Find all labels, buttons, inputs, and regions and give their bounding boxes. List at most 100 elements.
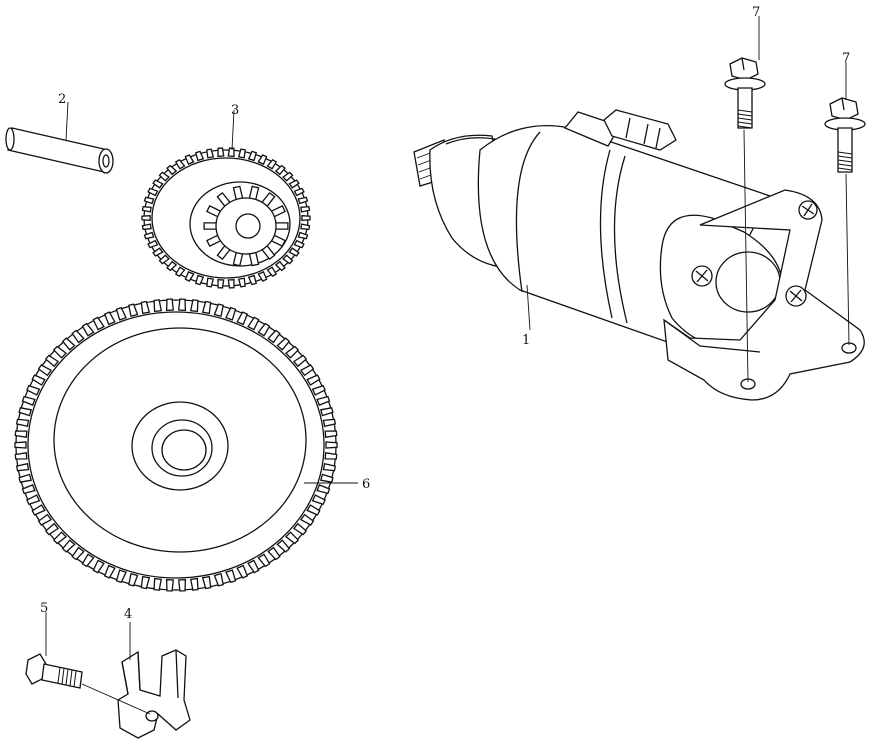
callout-7-left: 7 (752, 5, 760, 20)
gear-tooth (275, 222, 289, 230)
gear-tooth (300, 206, 311, 213)
gear-tooth (141, 206, 152, 213)
gear-tooth (319, 407, 334, 417)
gear-tooth (128, 572, 139, 587)
callout-3: 3 (231, 103, 239, 118)
gear-tooth (293, 239, 305, 249)
gear-tooth (316, 395, 331, 406)
gear-tooth (21, 395, 36, 406)
part-idle-gear (141, 147, 311, 289)
gear-tooth (31, 374, 46, 386)
gear-tooth (217, 147, 225, 157)
gear-tooth (44, 522, 60, 536)
gear-tooth (319, 473, 334, 483)
gear-tooth (37, 513, 53, 526)
gear-tooth (18, 473, 33, 483)
part-bolt-left (724, 57, 766, 129)
gear-tooth (247, 150, 257, 162)
gear-tooth (143, 196, 155, 205)
gear-tooth (14, 452, 28, 460)
gear-tooth (81, 322, 95, 337)
gear-tooth (152, 247, 164, 257)
callout-4: 4 (124, 607, 132, 622)
callout-labels: 2 3 4 5 6 1 7 7 (40, 5, 850, 622)
gear-tooth (153, 577, 163, 591)
gear-tooth (247, 316, 260, 331)
gear-tooth (267, 546, 281, 561)
gear-tooth (324, 452, 338, 460)
part-bolt-small (25, 653, 83, 689)
gear-tooth (61, 539, 76, 553)
gear-tooth (92, 316, 105, 331)
gear-tooth (147, 239, 159, 249)
gear-tooth (166, 260, 178, 272)
gear-tooth (189, 299, 199, 313)
gear-tooth (152, 179, 164, 189)
gear-tooth (247, 559, 260, 574)
part-bracket (117, 649, 191, 739)
gear-tooth (115, 306, 127, 321)
gear-tooth (267, 329, 281, 344)
gear-tooth (316, 484, 331, 495)
gear-tooth (195, 274, 205, 286)
gear-tooth (206, 148, 215, 159)
callout-2: 2 (58, 92, 66, 107)
gear-tooth (14, 430, 28, 438)
gear-tooth (18, 407, 33, 417)
gear-tooth (206, 277, 215, 288)
gear-tooth (26, 384, 41, 396)
gear-tooth (184, 271, 195, 282)
gear-tooth (165, 579, 175, 592)
gear-tooth (61, 337, 76, 351)
callout-6: 6 (362, 477, 370, 492)
gear-tooth (143, 231, 155, 240)
gear-tooth (322, 418, 337, 428)
part-starter-motor (413, 109, 865, 401)
gear-tooth (274, 260, 286, 272)
gear-tooth (266, 266, 278, 278)
gear-tooth (71, 329, 85, 344)
gear-tooth (324, 430, 338, 438)
gear-tooth (276, 539, 291, 553)
gear-tooth (247, 274, 257, 286)
gear-tooth (174, 266, 186, 278)
gear-tooth (292, 354, 308, 368)
gear-tooth (325, 441, 338, 449)
gear-tooth (299, 364, 315, 377)
gear-tooth (115, 569, 127, 584)
gear-tooth (195, 150, 205, 162)
gear-tooth (177, 298, 187, 311)
gear-tooth (297, 196, 309, 205)
gear-tooth (227, 147, 235, 157)
gear-tooth (225, 569, 237, 584)
gear-tooth (288, 247, 300, 257)
gear-tooth (227, 279, 235, 289)
assembly-lines (45, 16, 850, 715)
gear-tooth (174, 158, 186, 170)
gear-tooth (158, 254, 170, 265)
gear-tooth (37, 364, 53, 377)
gear-tooth (311, 494, 326, 506)
gear-tooth (306, 374, 321, 386)
driven-gear-teeth (14, 298, 338, 592)
gear-tooth (311, 384, 326, 396)
gear-tooth (165, 298, 175, 311)
gear-tooth (26, 494, 41, 506)
gear-tooth (257, 553, 271, 568)
gear-tooth (31, 504, 46, 516)
gear-tooth (141, 223, 152, 230)
gear-tooth (166, 164, 178, 176)
gear-tooth (282, 254, 294, 265)
gear-tooth (81, 553, 95, 568)
gear-tooth (322, 462, 337, 472)
gear-tooth (15, 418, 30, 428)
gear-tooth (257, 271, 268, 282)
gear-tooth (141, 215, 151, 221)
gear-tooth (184, 154, 195, 165)
gear-tooth (14, 441, 27, 449)
gear-tooth (217, 279, 225, 289)
gear-tooth (274, 164, 286, 176)
gear-tooth (237, 148, 246, 159)
gear-tooth (306, 504, 321, 516)
